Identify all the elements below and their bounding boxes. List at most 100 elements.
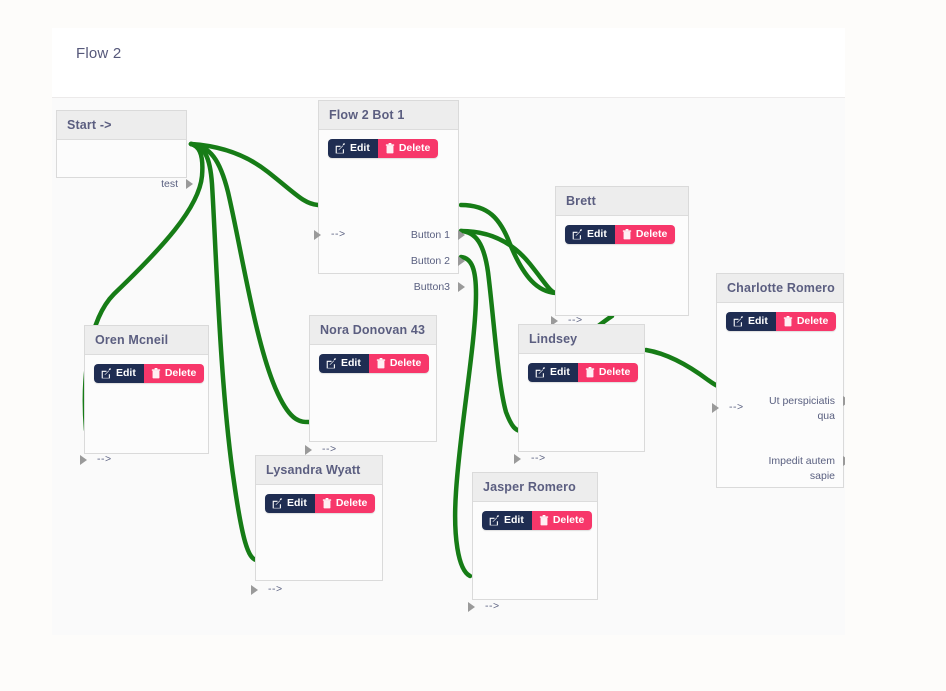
node-title: Nora Donovan 43 — [320, 323, 426, 337]
edit-icon — [489, 515, 500, 526]
output-port-label[interactable]: test — [161, 178, 178, 190]
input-port-label[interactable]: --> — [485, 600, 500, 612]
node-header-brett[interactable]: Brett — [556, 187, 688, 216]
node-body-lindsey: Edit Delete --> — [514, 354, 644, 464]
delete-button[interactable]: Delete — [143, 364, 205, 383]
input-port-marker[interactable] — [514, 454, 521, 464]
output-port-label[interactable]: Button 1 — [410, 229, 450, 241]
node-title: Lindsey — [529, 332, 578, 346]
edit-button[interactable]: Edit — [328, 139, 378, 158]
delete-button[interactable]: Delete — [531, 511, 593, 530]
input-port-marker[interactable] — [80, 455, 87, 465]
delete-button[interactable]: Delete — [614, 225, 676, 244]
edit-button[interactable]: Edit — [319, 354, 369, 373]
output-port-marker[interactable] — [843, 396, 845, 406]
edit-button[interactable]: Edit — [94, 364, 144, 383]
edit-button-label: Edit — [341, 357, 361, 370]
edge-connector — [458, 228, 523, 434]
node-title: Flow 2 Bot 1 — [329, 108, 405, 122]
node-title: Jasper Romero — [483, 480, 576, 494]
input-port-marker[interactable] — [712, 403, 719, 413]
edit-icon — [326, 358, 337, 369]
edit-button-label: Edit — [504, 514, 524, 527]
input-port-label[interactable]: --> — [322, 443, 337, 455]
node-actions-nora: Edit Delete — [319, 354, 430, 373]
input-port-label[interactable]: --> — [331, 228, 346, 240]
delete-button[interactable]: Delete — [377, 139, 439, 158]
node-body-nora: Edit Delete --> — [305, 345, 436, 455]
input-port-marker[interactable] — [551, 316, 558, 326]
delete-button-label: Delete — [635, 228, 668, 241]
node-header-oren[interactable]: Oren Mcneil — [85, 326, 208, 355]
delete-button[interactable]: Delete — [368, 354, 430, 373]
output-port-marker[interactable] — [186, 179, 193, 189]
node-header-charlotte[interactable]: Charlotte Romero — [717, 274, 843, 303]
edit-button[interactable]: Edit — [265, 494, 315, 513]
node-title: Oren Mcneil — [95, 333, 169, 347]
edge-connector — [188, 141, 321, 208]
delete-button[interactable]: Delete — [775, 312, 837, 331]
output-port-label[interactable]: Button3 — [413, 281, 450, 293]
edit-button-label: Edit — [116, 367, 136, 380]
node-header-start[interactable]: Start -> — [57, 111, 186, 140]
node-actions-lindsey: Edit Delete — [528, 363, 639, 382]
edit-button[interactable]: Edit — [726, 312, 776, 331]
output-port-marker[interactable] — [458, 282, 465, 292]
output-port-marker[interactable] — [458, 256, 465, 266]
edit-button-label: Edit — [550, 366, 570, 379]
node-header-lysandra[interactable]: Lysandra Wyatt — [256, 456, 382, 485]
output-port-marker[interactable] — [458, 230, 465, 240]
output-port-label[interactable]: Ut perspiciatis qua — [769, 395, 835, 422]
edit-button[interactable]: Edit — [482, 511, 532, 530]
output-port-label[interactable]: Impedit autem sapie — [768, 455, 835, 482]
trash-icon — [539, 515, 549, 526]
edge-connector — [458, 228, 559, 296]
trash-icon — [151, 368, 161, 379]
input-port-label[interactable]: --> — [268, 583, 283, 595]
output-port-label[interactable]: Button 2 — [410, 255, 450, 267]
input-port-marker[interactable] — [468, 602, 475, 612]
node-card-nora[interactable]: Nora Donovan 43 Edit Delete --> — [305, 315, 437, 455]
node-header-jasper[interactable]: Jasper Romero — [473, 473, 597, 502]
node-header-lindsey[interactable]: Lindsey — [519, 325, 644, 354]
edit-button-label: Edit — [587, 228, 607, 241]
trash-icon — [783, 316, 793, 327]
delete-button-label: Delete — [389, 357, 422, 370]
edit-button[interactable]: Edit — [528, 363, 578, 382]
edge-connector — [188, 141, 314, 425]
edit-button-label: Edit — [748, 315, 768, 328]
node-title: Brett — [566, 194, 596, 208]
delete-button-label: Delete — [796, 315, 829, 328]
input-port-label[interactable]: --> — [97, 453, 112, 465]
input-port-label[interactable]: --> — [729, 401, 744, 413]
trash-icon — [622, 229, 632, 240]
node-header-nora[interactable]: Nora Donovan 43 — [310, 316, 436, 345]
node-header-flow2bot1[interactable]: Flow 2 Bot 1 — [319, 101, 458, 130]
node-actions-charlotte: Edit Delete — [726, 312, 837, 331]
input-port-marker[interactable] — [251, 585, 258, 595]
page-title: Flow 2 — [76, 45, 122, 62]
input-port-marker[interactable] — [314, 230, 321, 240]
delete-button[interactable]: Delete — [577, 363, 639, 382]
delete-button[interactable]: Delete — [314, 494, 376, 513]
input-port-label[interactable]: --> — [531, 452, 546, 464]
input-port-marker[interactable] — [305, 445, 312, 455]
node-title: Start -> — [67, 118, 112, 132]
output-port-marker[interactable] — [843, 456, 845, 466]
edit-button[interactable]: Edit — [565, 225, 615, 244]
node-card-start[interactable]: Start -> test — [56, 110, 193, 190]
node-title: Lysandra Wyatt — [266, 463, 361, 477]
node-actions-jasper: Edit Delete — [482, 511, 593, 530]
